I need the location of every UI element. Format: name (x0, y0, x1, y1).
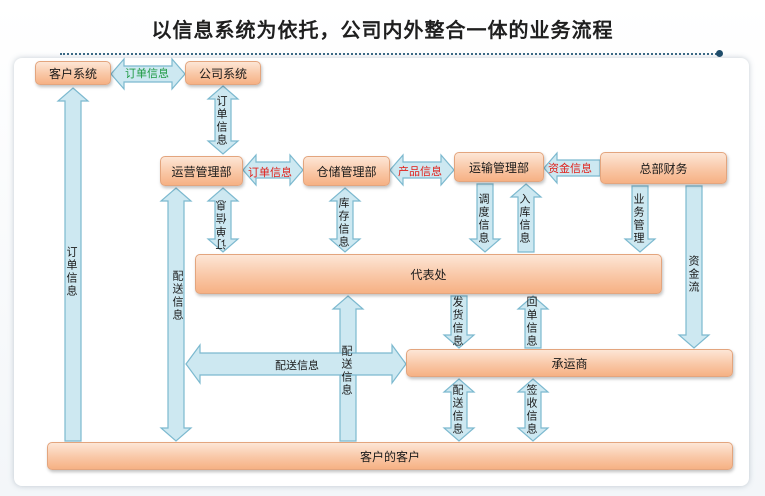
arrow-warehouse-agent (328, 187, 362, 253)
arrow-ops-agent (206, 187, 240, 253)
arrow-transport-agent (468, 183, 502, 253)
business-mgmt-label: 业务管理 (632, 193, 645, 245)
receipt-info-label: 回单信息 (525, 296, 538, 348)
order-info-label: 订单信息 (215, 198, 228, 250)
inbound-info-label: 入库信息 (518, 193, 531, 245)
finance-box: 总部财务 (600, 152, 727, 184)
delivery-info-label: 配送信息 (451, 384, 464, 436)
arrow-agent-carrier (442, 295, 476, 349)
arrow-customers-customer-to-customer-system (56, 87, 90, 442)
arrow-carrier-agent (516, 295, 550, 349)
arrow-customers-customer-carrier (516, 378, 550, 442)
dispatch-info-label: 调度信息 (477, 193, 490, 245)
arrow-finance-agent (623, 185, 657, 253)
sign-info-label: 签收信息 (525, 384, 538, 436)
company-system-box: 公司系统 (185, 61, 261, 85)
customers-customer-box: 客户的客户 (47, 442, 733, 470)
carrier-box: 承运商 (406, 349, 733, 377)
delivery-info-label: 配送信息 (340, 345, 353, 397)
ship-info-label: 发货信息 (451, 296, 464, 348)
fund-flow-label: 资金流 (687, 255, 700, 294)
arrow-finance-carrier (677, 185, 711, 349)
fund-info-label: 资金信息 (548, 162, 592, 175)
order-info-label: 订单信息 (65, 246, 78, 298)
warehouse-dept-box: 仓储管理部 (303, 156, 390, 186)
customer-system-box: 客户系统 (35, 61, 111, 85)
order-info-label: 订单信息 (215, 95, 228, 147)
page-title: 以信息系统为依托，公司内外整合一体的业务流程 (151, 18, 614, 42)
arrow-ops-customers-customer (159, 187, 193, 442)
order-info-label: 订单信息 (248, 166, 292, 179)
stock-info-label: 库存信息 (337, 197, 350, 249)
agent-box: 代表处 (195, 254, 662, 294)
product-info-label: 产品信息 (398, 165, 442, 178)
transport-dept-box: 运输管理部 (454, 152, 544, 182)
delivery-info-label: 配送信息 (171, 270, 184, 322)
arrow-agent-transport (509, 183, 543, 253)
order-info-label: 订单信息 (125, 67, 169, 80)
ops-dept-box: 运营管理部 (160, 156, 243, 186)
title-divider (60, 53, 720, 55)
delivery-info-label: 配送信息 (275, 359, 319, 372)
divider-dot (716, 50, 723, 57)
arrow-company-ops (206, 85, 240, 155)
arrow-carrier-customers-customer (442, 378, 476, 442)
